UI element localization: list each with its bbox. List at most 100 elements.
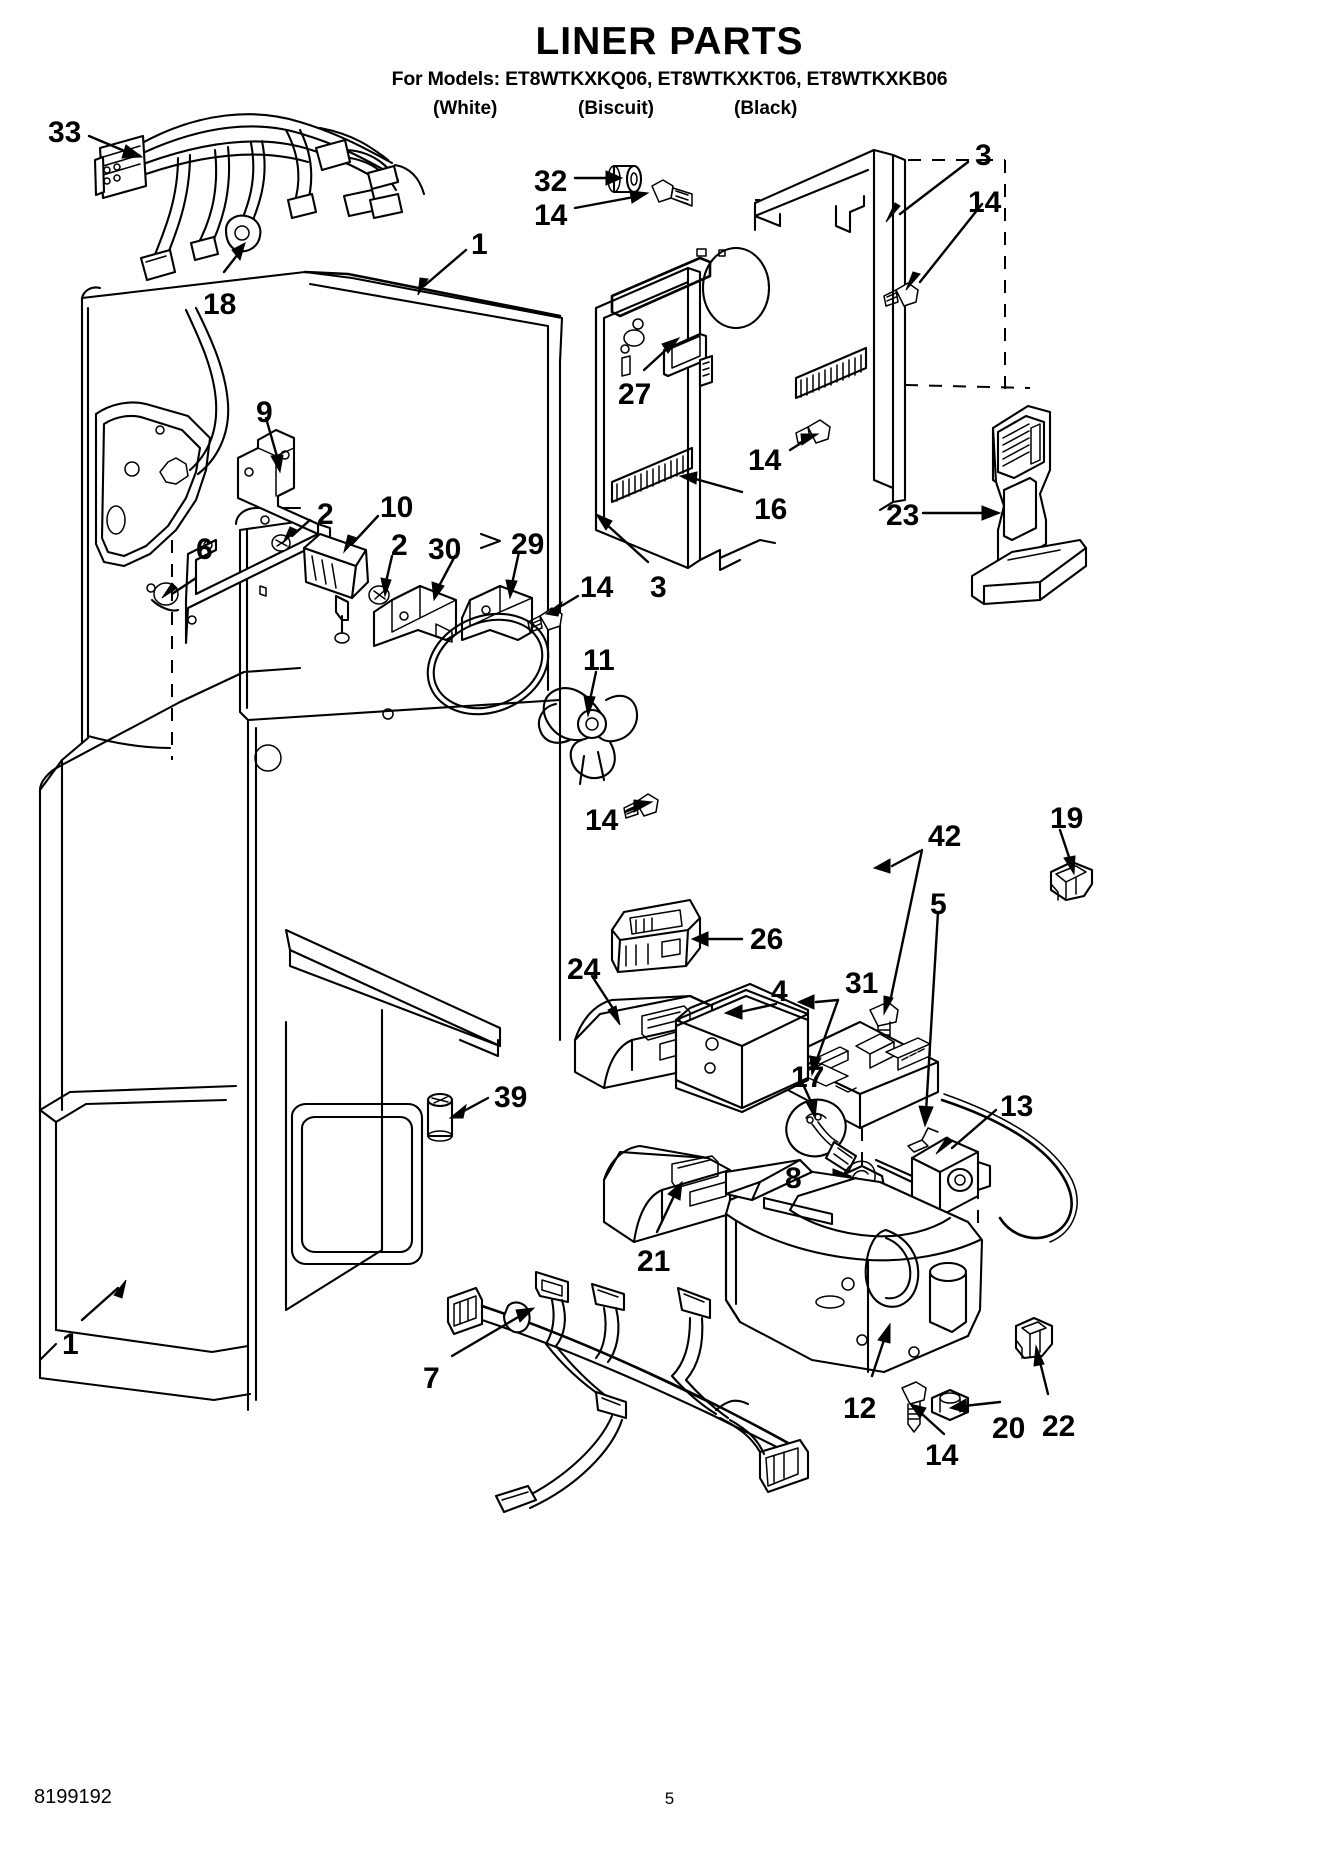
callout-19: 19 xyxy=(1050,802,1084,835)
callout-16: 16 xyxy=(754,493,788,526)
leader-11 xyxy=(584,672,596,716)
callout-24: 24 xyxy=(567,953,601,986)
callout-26: 26 xyxy=(750,923,784,956)
callout-23: 23 xyxy=(886,499,920,532)
leader-10 xyxy=(344,516,378,552)
leader-19 xyxy=(1060,830,1075,874)
callout-12: 12 xyxy=(843,1392,877,1425)
models-line: For Models: ET8WTKXKQ06, ET8WTKXKT06, ET… xyxy=(391,68,948,90)
callout-14-e: 14 xyxy=(585,804,619,837)
color-label-black: (Black) xyxy=(734,97,798,119)
callout-11: 11 xyxy=(583,644,615,677)
callout-7: 7 xyxy=(423,1362,440,1395)
callout-33: 33 xyxy=(48,116,82,149)
callout-31: 31 xyxy=(845,967,879,1000)
callout-2-b: 2 xyxy=(391,529,408,562)
callout-8: 8 xyxy=(785,1162,802,1195)
callout-14-c: 14 xyxy=(748,444,782,477)
leader-18 xyxy=(224,243,245,272)
leader-3-bottom xyxy=(596,514,648,562)
part-21-air-duct xyxy=(604,1146,730,1242)
leader-17 xyxy=(802,1082,817,1118)
callout-27: 27 xyxy=(618,378,652,411)
callout-22: 22 xyxy=(1042,1410,1076,1443)
leader-31 xyxy=(798,995,838,1075)
part-13-thermostat xyxy=(876,1128,990,1216)
leader-29 xyxy=(481,534,519,598)
callout-5: 5 xyxy=(930,888,947,921)
callout-14-d: 14 xyxy=(580,571,614,604)
callout-18: 18 xyxy=(203,288,237,321)
leader-16 xyxy=(680,472,742,492)
callout-14-b: 14 xyxy=(968,186,1002,219)
color-label-biscuit: (Biscuit) xyxy=(578,97,654,119)
part-4-shield-plate xyxy=(676,984,808,1112)
footer-page-number: 5 xyxy=(664,1789,675,1808)
callout-4: 4 xyxy=(771,975,788,1008)
part-23-dispenser-assembly xyxy=(972,406,1086,604)
callout-3-top: 3 xyxy=(975,139,992,172)
leader-32 xyxy=(575,171,622,185)
callout-20: 20 xyxy=(992,1412,1026,1445)
part-11-fan xyxy=(413,596,637,784)
leader-14-b xyxy=(625,800,652,812)
leader-12 xyxy=(872,1324,890,1376)
part-22-clip xyxy=(1016,1318,1052,1358)
leader-26 xyxy=(692,932,742,946)
part-12-base-pan xyxy=(726,1160,982,1372)
color-label-white: (White) xyxy=(433,97,498,119)
leader-5 xyxy=(919,912,938,1126)
leader-14-e xyxy=(790,434,818,450)
leader-33 xyxy=(89,136,142,158)
part-14-screw-d xyxy=(884,283,918,306)
part-5-tube xyxy=(942,1094,1077,1242)
leader-1-top xyxy=(418,250,466,295)
callout-9: 9 xyxy=(256,396,273,429)
callout-30: 30 xyxy=(428,533,462,566)
leader-7 xyxy=(452,1308,534,1356)
part-7-wire-harness xyxy=(448,1272,808,1512)
leader-21 xyxy=(657,1182,682,1232)
part-10-defrost-timer xyxy=(304,534,368,643)
callout-1-top: 1 xyxy=(471,228,488,261)
callout-32: 32 xyxy=(534,165,568,198)
callout-14-f: 14 xyxy=(925,1439,959,1472)
leader-24 xyxy=(592,976,620,1025)
part-3-rear-panel-inner xyxy=(596,248,866,570)
leader-14-a xyxy=(546,596,578,616)
part-1-liner-cabinet xyxy=(40,272,562,1410)
callout-42: 42 xyxy=(928,820,962,853)
leader-14-f xyxy=(910,1404,944,1434)
part-33-wire-harness xyxy=(95,114,424,280)
part-26-housing xyxy=(612,900,700,972)
leader-42 xyxy=(874,850,922,1014)
leader-1-bottom xyxy=(82,1280,126,1320)
footer-part-number: 8199192 xyxy=(34,1786,112,1808)
part-19-clip xyxy=(1051,862,1092,900)
leader-27 xyxy=(644,338,679,370)
part-9-bracket xyxy=(186,430,330,643)
page-title: LINER PARTS xyxy=(535,20,804,63)
callout-29: 29 xyxy=(511,528,545,561)
leader-9 xyxy=(266,418,283,472)
leader-22 xyxy=(1034,1346,1048,1394)
leader-6 xyxy=(162,578,196,598)
callout-13: 13 xyxy=(1000,1090,1034,1123)
leader-30 xyxy=(432,556,455,600)
callout-2-a: 2 xyxy=(317,498,334,531)
leader-14-d xyxy=(906,204,982,290)
leader-2b xyxy=(381,556,392,596)
callout-3-bottom: 3 xyxy=(650,571,667,604)
leader-23 xyxy=(923,506,1000,520)
callout-21: 21 xyxy=(637,1245,671,1278)
callout-14-a: 14 xyxy=(534,199,568,232)
callout-10: 10 xyxy=(380,491,414,524)
callout-6: 6 xyxy=(196,533,213,566)
part-3-rear-panel-outer xyxy=(755,150,905,510)
part-39-plug xyxy=(428,1094,452,1141)
leader-39 xyxy=(450,1098,488,1118)
page-header: LINER PARTS For Models: ET8WTKXKQ06, ET8… xyxy=(0,22,1339,120)
color-legend: (White) (Biscuit) (Black) xyxy=(0,98,1339,120)
